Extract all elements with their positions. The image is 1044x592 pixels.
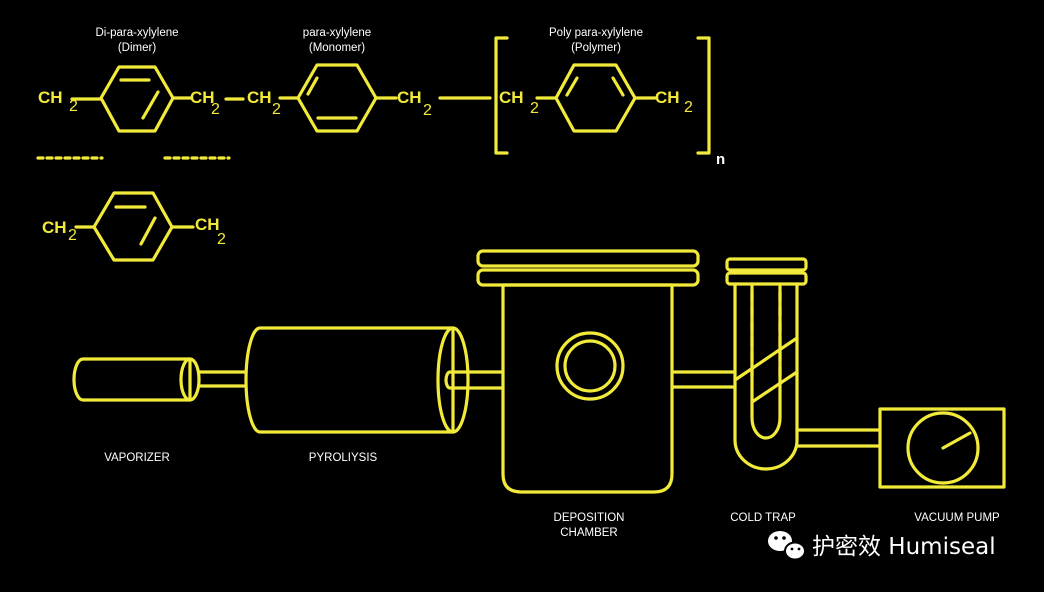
- polymer-ch-right: CH: [655, 88, 680, 107]
- dimer-lower-ch-right: CH: [195, 215, 220, 234]
- monomer-role-label: (Monomer): [309, 42, 365, 54]
- dimer-ch-left: CH: [38, 88, 63, 107]
- cold-trap-unit: [725, 257, 882, 471]
- deposition-chamber: [476, 249, 737, 494]
- vaporizer-label: VAPORIZER: [104, 452, 170, 464]
- watermark-text: 护密效 Humiseal: [812, 534, 996, 560]
- dimer-name-label: Di-para-xylylene: [95, 27, 178, 39]
- dimer-lower-ch-left: CH: [42, 218, 67, 237]
- monomer-ch-left-sub: 2: [272, 101, 281, 118]
- pyrolysis-unit: [244, 326, 504, 434]
- dimer-ch-left-sub: 2: [69, 98, 78, 115]
- polymer-name-label: Poly para-xylylene: [549, 27, 643, 39]
- polymer-repeat-subscript: n: [716, 151, 725, 168]
- monomer-ch-right: CH: [397, 88, 422, 107]
- polymer-ch-right-sub: 2: [684, 99, 693, 116]
- polymer-role-label: (Polymer): [571, 42, 621, 54]
- dimer-ch-right: CH: [190, 88, 215, 107]
- vacuum-pump-unit: [878, 407, 1006, 489]
- cold-trap-label: COLD TRAP: [730, 512, 796, 524]
- vacuum-pump-label: VACUUM PUMP: [914, 512, 1000, 524]
- dimer-lower-ring: [92, 191, 174, 262]
- monomer-ch-right-sub: 2: [423, 102, 432, 119]
- polymer-ch-left: CH: [499, 88, 524, 107]
- dimer-lower-ch-left-sub: 2: [68, 227, 77, 244]
- monomer-name-label: para-xylylene: [303, 27, 371, 39]
- dimer-ch-right-sub: 2: [211, 101, 220, 118]
- deposition-label-line1: DEPOSITION: [554, 512, 625, 524]
- monomer-ring: [296, 63, 378, 133]
- dimer-role-label: (Dimer): [118, 42, 156, 54]
- polymer-ch-left-sub: 2: [530, 100, 539, 117]
- wechat-icon: [768, 531, 806, 561]
- dimer-lower-ch-right-sub: 2: [217, 231, 226, 248]
- monomer-ch-left: CH: [247, 88, 272, 107]
- polymer-ring: [554, 63, 637, 133]
- pyrolysis-label: PYROLIYSIS: [309, 452, 378, 464]
- deposition-label-line2: CHAMBER: [560, 527, 618, 539]
- polymer-left-bracket: [494, 36, 509, 155]
- polymer-right-bracket: [696, 36, 711, 155]
- vaporizer-unit: [72, 357, 248, 402]
- dimer-upper-ring: [99, 65, 175, 133]
